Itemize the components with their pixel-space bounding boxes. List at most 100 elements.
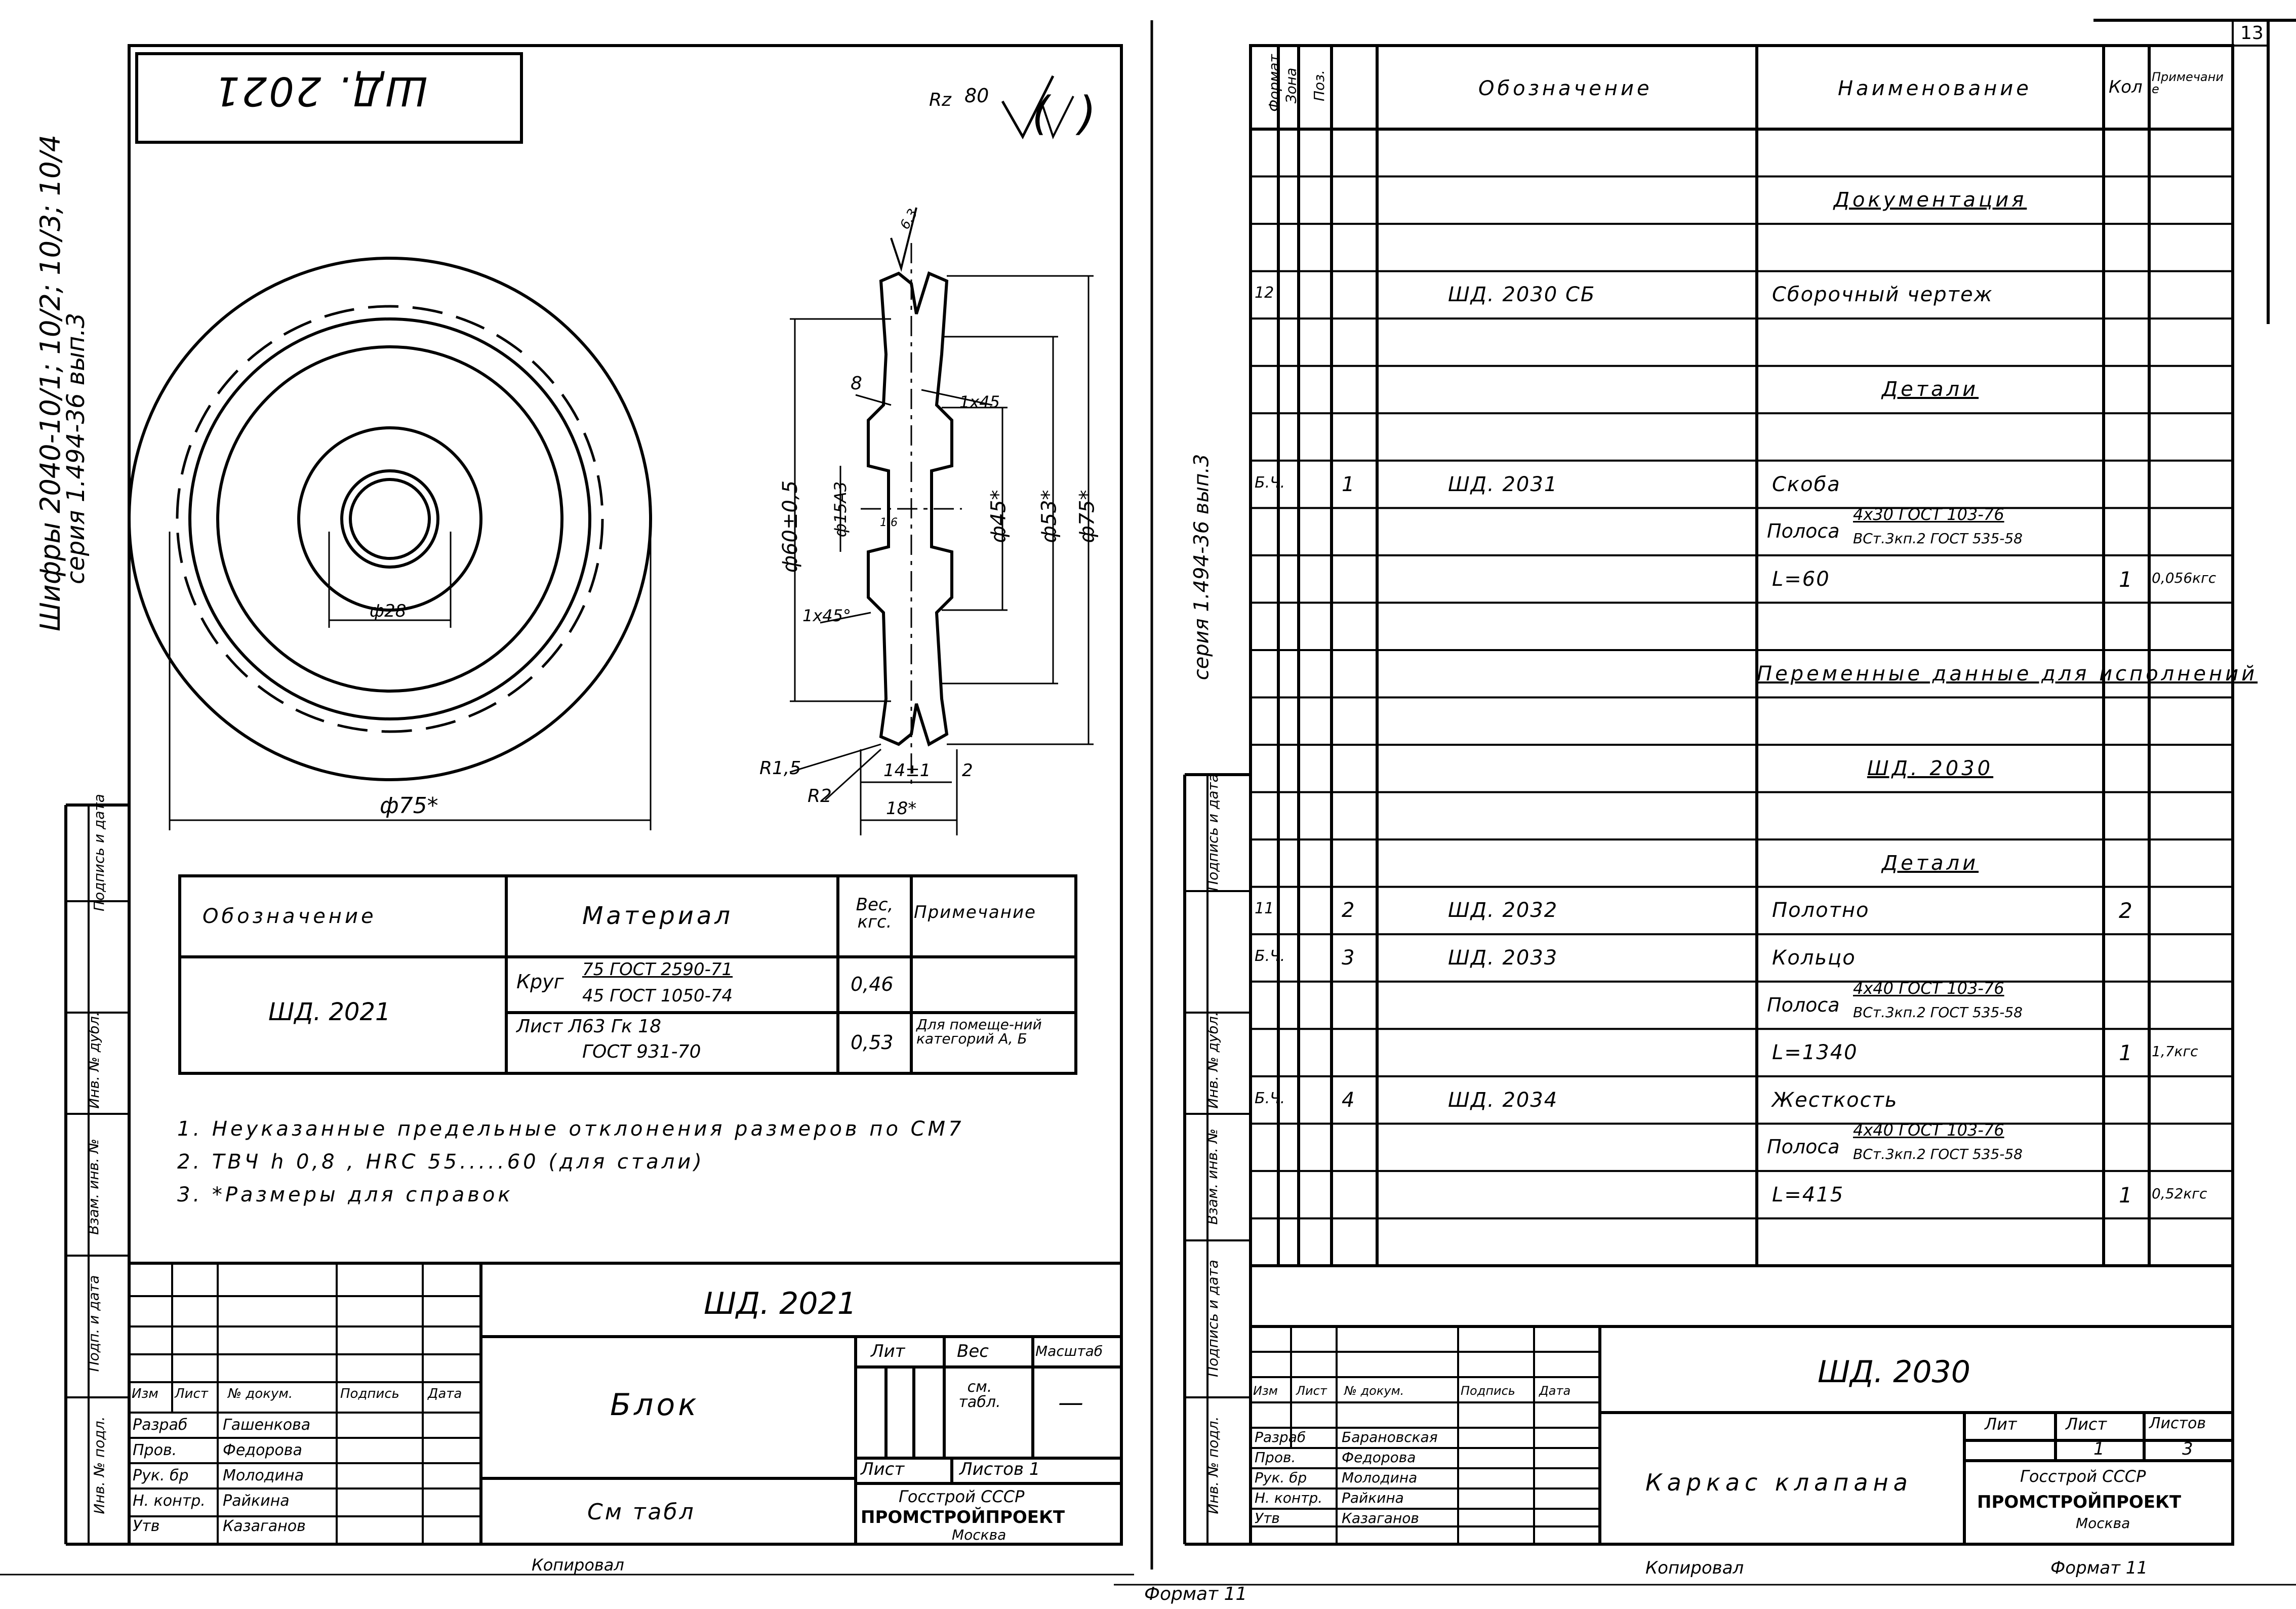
dim-phi60: ф60±0,5 (779, 480, 802, 573)
spec-note: 0,056кгс (2152, 569, 2217, 586)
left-tb-h-sign: Подпись (340, 1386, 399, 1401)
left-tb-h-list: Лист (175, 1386, 208, 1401)
dim-chamfer-top: 1х45 (959, 392, 1000, 412)
dim-phi75-side: ф75* (1075, 490, 1099, 543)
spec-qty: 1 (2119, 1040, 2132, 1066)
mat-row1-prefix: Круг (516, 971, 564, 993)
right-tb-org1: Госстрой СССР (2020, 1467, 2146, 1486)
note-2: 2. ТВЧ h 0,8 , HRC 55.....60 (для стали) (177, 1150, 705, 1174)
note-3: 3. *Размеры для справок (177, 1183, 513, 1206)
left-tb-h-date: Дата (428, 1386, 462, 1401)
left-tb-h-doc: № докум. (228, 1386, 293, 1401)
spec-designation: ШД. 2033 (1448, 946, 1558, 970)
spec-name-den: ВСт.3кп.2 ГОСТ 535-58 (1853, 1003, 2023, 1021)
dim-phi15: ф15А3 (831, 481, 851, 538)
spec-name-num: 4х30 ГОСТ 103-76 (1853, 505, 2004, 525)
signer-role: Рук. бр (1255, 1469, 1307, 1486)
right-tb-sheets: Листов (2149, 1415, 2206, 1432)
spec-position: 2 (1342, 899, 1355, 922)
spec-format: Б.Ч. (1255, 473, 1285, 492)
signer-role: Разраб (133, 1416, 188, 1434)
spec-name: Жесткость (1772, 1088, 1898, 1112)
mat-row2-line2: ГОСТ 931-70 (582, 1041, 701, 1062)
left-stamp-sign2: Подпись и дата (90, 794, 107, 911)
spec-format: Б.Ч. (1255, 1089, 1285, 1107)
mat-row2-weight: 0,53 (851, 1031, 894, 1054)
spec-name: L=415 (1772, 1183, 1844, 1206)
spec-name-num: 4х40 ГОСТ 103-76 (1853, 978, 2004, 998)
spec-format: 12 (1255, 284, 1274, 302)
dim-8: 8 (851, 373, 862, 394)
dim-18: 18* (886, 798, 917, 819)
mat-header-weight: Вес, кгс. (856, 895, 894, 932)
mat-row1-den: 45 ГОСТ 1050-74 (582, 986, 733, 1006)
mat-row1-num: 75 ГОСТ 2590-71 (582, 959, 733, 980)
mat-header-material: Материал (582, 902, 734, 930)
right-tb-h-izm: Изм (1253, 1384, 1278, 1398)
dim-phi45: ф45* (987, 490, 1011, 543)
right-tb-name: Каркас клапана (1645, 1469, 1913, 1496)
spec-designation: ШД. 2034 (1448, 1088, 1558, 1112)
spec-name: Сборочный чертеж (1772, 283, 1993, 307)
left-tb-scale: Масштаб (1035, 1343, 1103, 1359)
dim-r15: R1,5 (759, 758, 801, 779)
mirrored-stamp-code: ШД. 2021 (213, 68, 428, 113)
right-tb-code: ШД. 2030 (1818, 1354, 1970, 1390)
left-stamp-dubl: Инв. № дубл. (85, 1012, 102, 1109)
right-tb-h-doc: № докум. (1344, 1384, 1404, 1398)
spec-name: L=60 (1772, 567, 1830, 591)
mat-row2-note: Для помеще-ний категорий А, Б (916, 1016, 1042, 1047)
spec-position: 1 (1342, 472, 1355, 496)
spec-format: Б.Ч. (1255, 947, 1285, 965)
left-tb-org3: Москва (952, 1526, 1006, 1543)
spec-heading: Детали (1881, 378, 1979, 401)
right-stamp-vzam: Взам. инв. № (1204, 1128, 1221, 1225)
spec-designation: ШД. 2031 (1448, 472, 1558, 496)
signer-name: Гашенкова (223, 1416, 311, 1434)
dim-phi53: ф53* (1037, 490, 1061, 543)
right-stamp-sign2: Подпись и дата (1204, 774, 1221, 891)
spec-heading: Детали (1881, 851, 1979, 875)
spec-note: 0,52кгс (2152, 1185, 2207, 1202)
dim-r2: R2 (808, 786, 832, 807)
mat-header-designation: Обозначение (203, 905, 377, 928)
signer-role: Пров. (1255, 1449, 1296, 1466)
signer-role: Утв (1255, 1510, 1280, 1526)
right-tb-sheet: Лист (2066, 1415, 2107, 1434)
right-vertical-series: серия 1.494-36 вып.3 (1190, 454, 1214, 680)
signer-name: Барановская (1342, 1429, 1438, 1445)
spec-designation: ШД. 2030 СБ (1448, 283, 1596, 307)
spec-qty: 2 (2119, 898, 2132, 923)
spec-position: 3 (1342, 946, 1355, 970)
left-tb-mass-value: см. табл. (958, 1378, 1001, 1411)
right-copied: Копировал (1645, 1558, 1744, 1578)
hdr-format: Формат (1265, 54, 1282, 112)
mat-row1-weight: 0,46 (851, 973, 894, 995)
left-copied: Копировал (532, 1555, 624, 1575)
signer-name: Райкина (223, 1492, 290, 1510)
left-tb-code: ШД. 2021 (704, 1286, 857, 1321)
vertical-series-note: серия 1.494-36 вып.3 (62, 312, 90, 584)
dim-phi28: ф28 (370, 601, 407, 621)
left-tb-lit: Лит (871, 1341, 905, 1361)
spec-name-prefix: Полоса (1767, 520, 1840, 543)
left-format-note: Формат 11 (1144, 1584, 1247, 1604)
left-tb-mass: Вес (957, 1341, 989, 1361)
left-tb-material: См табл (587, 1499, 696, 1525)
right-stamp-sign1: Подпись и дата (1204, 1260, 1221, 1377)
spec-heading: Документация (1833, 188, 2027, 212)
right-tb-sheet-value: 1 (2093, 1439, 2105, 1459)
signer-name: Молодина (223, 1467, 304, 1484)
hdr-note: Примечание (2152, 70, 2224, 96)
left-tb-org2: ПРОМСТРОЙПРОЕКТ (861, 1507, 1065, 1527)
left-tb-scale-value: — (1058, 1388, 1083, 1417)
spec-name-den: ВСт.3кп.2 ГОСТ 535-58 (1853, 530, 2023, 547)
left-tb-name: Блок (610, 1387, 700, 1423)
signer-name: Казаганов (1342, 1510, 1419, 1526)
right-tb-h-sign: Подпись (1461, 1384, 1515, 1398)
mat-designation: ШД. 2021 (268, 998, 391, 1026)
roughness-paren-left: ( (1032, 87, 1050, 140)
right-stamp-inv: Инв. № подл. (1204, 1416, 1222, 1514)
